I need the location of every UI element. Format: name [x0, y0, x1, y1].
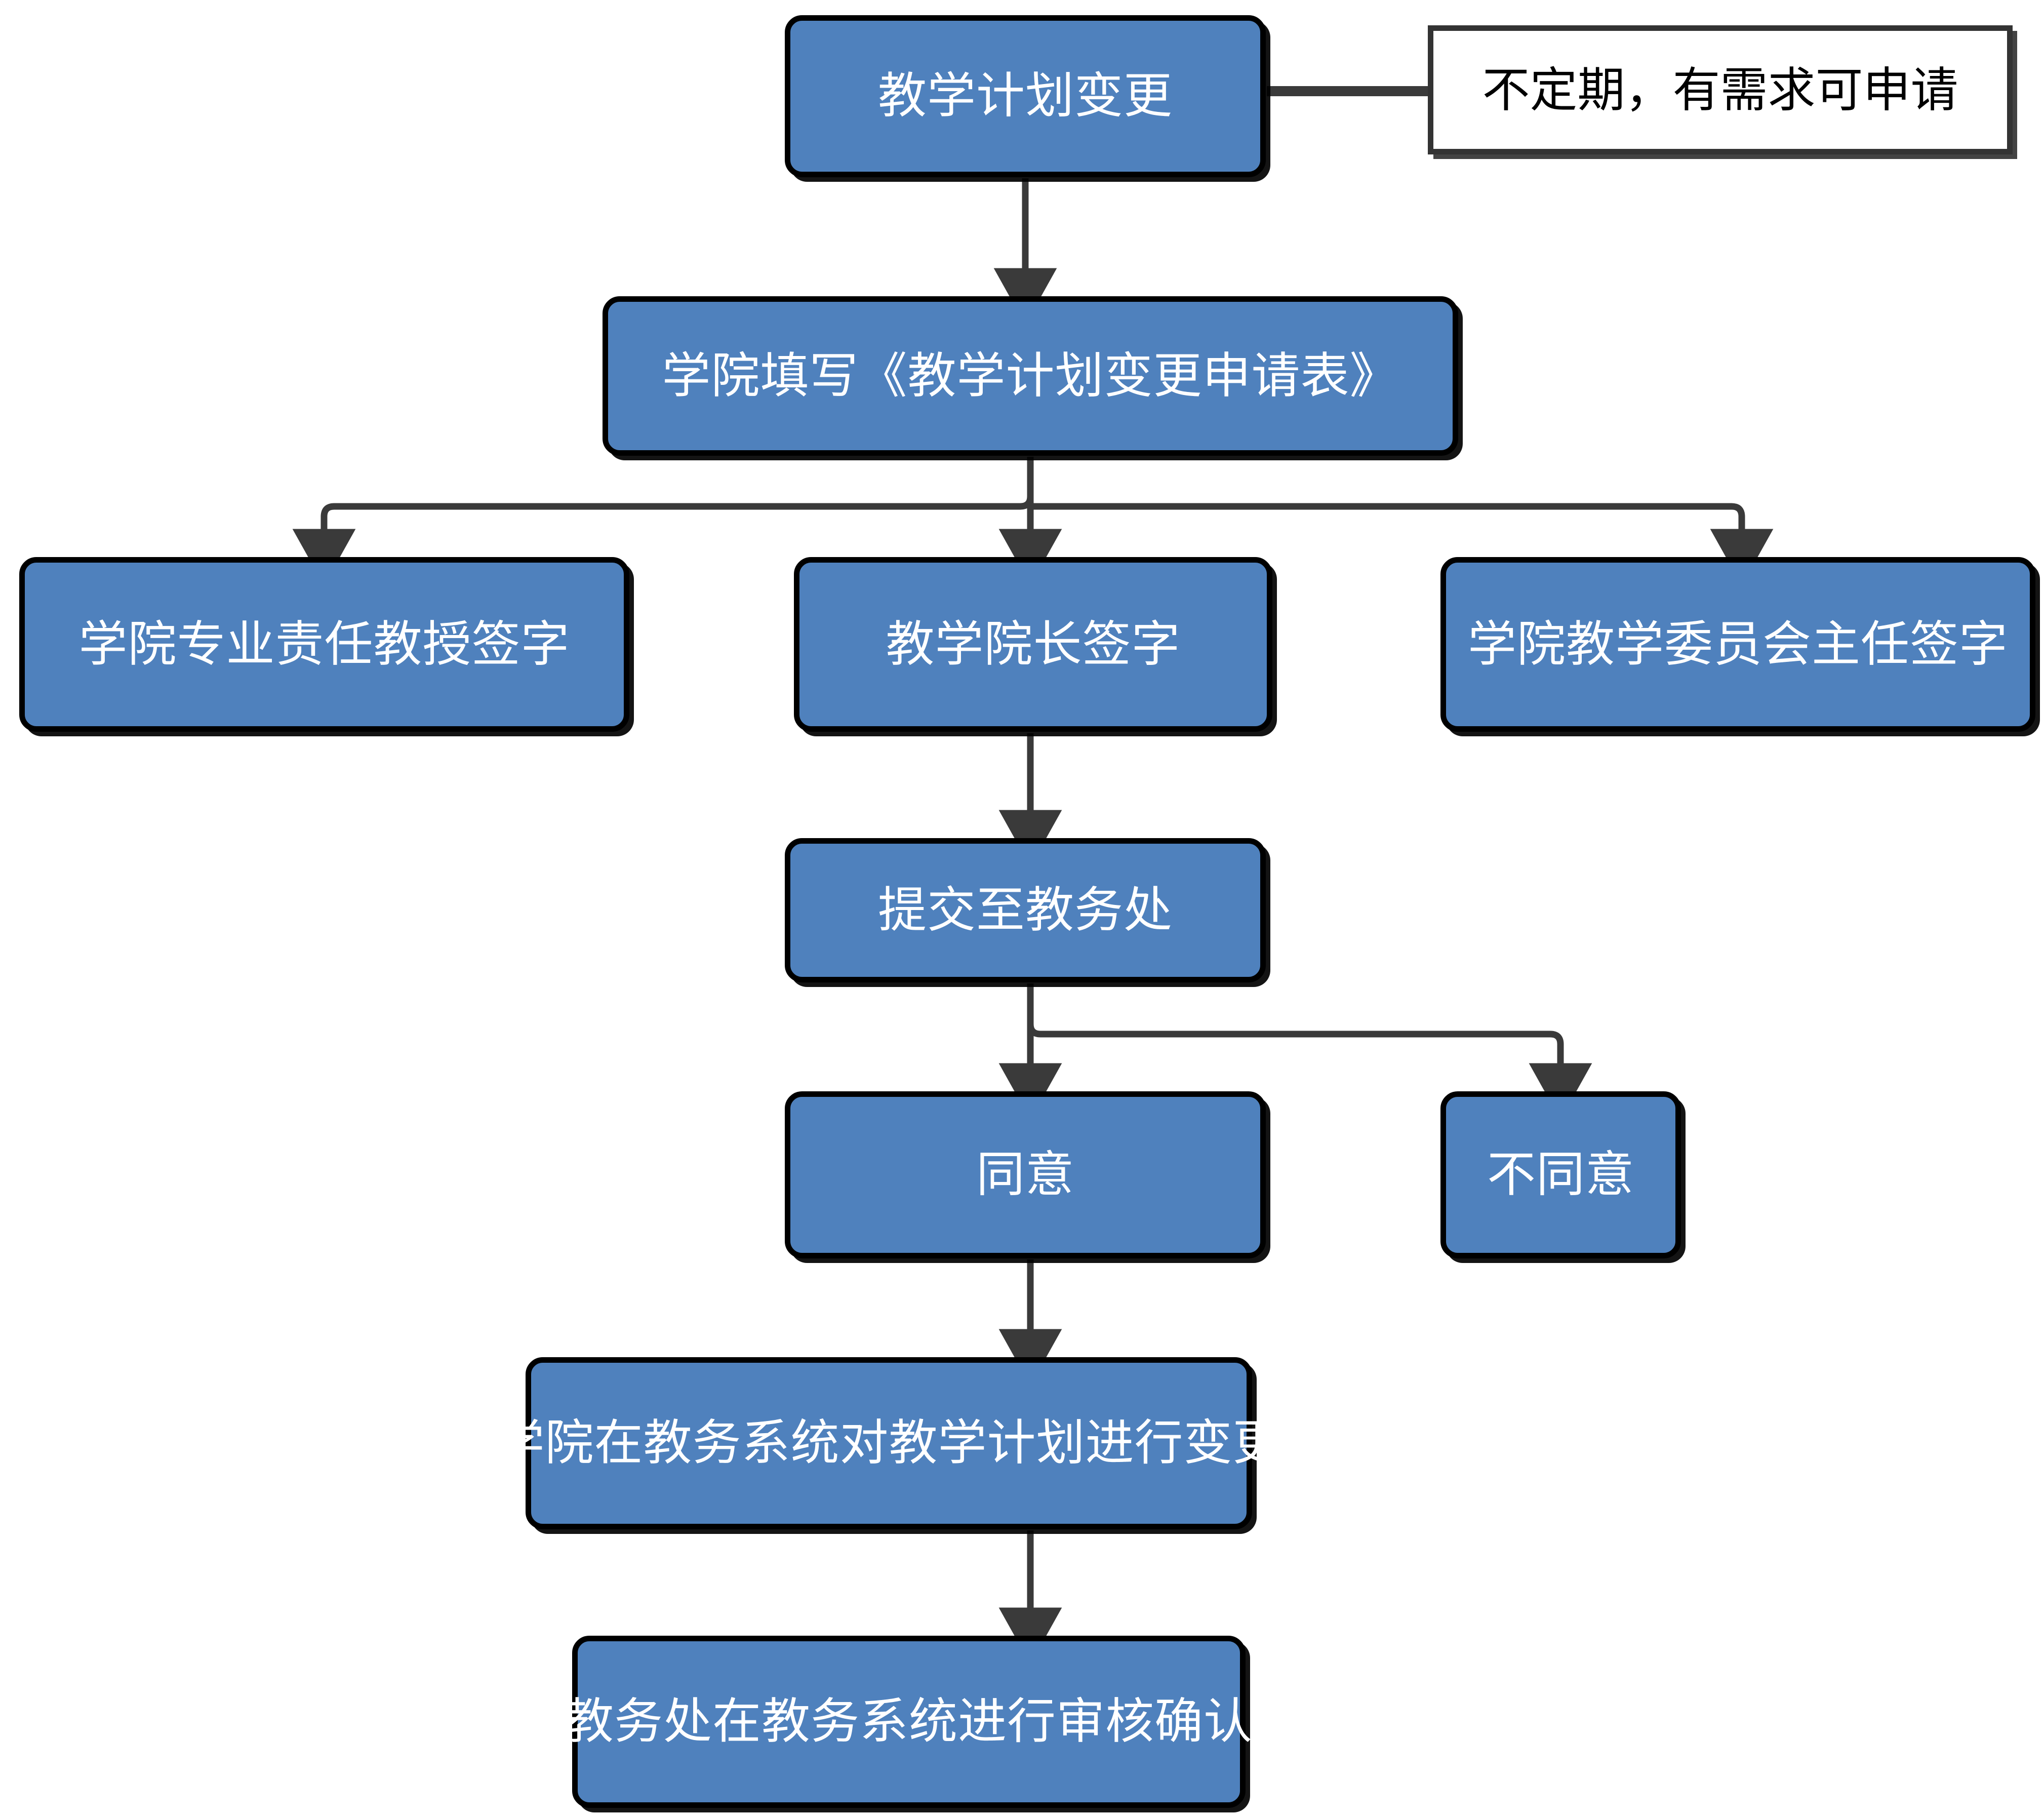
- node-rejected-label: 不同意: [1487, 1148, 1634, 1202]
- node-submit-to-academic-office-label: 提交至教务处: [878, 883, 1173, 937]
- node-dean-signature[interactable]: 教学院长签字: [794, 557, 1272, 732]
- node-approved-label: 同意: [976, 1148, 1074, 1202]
- node-college-updates-system-label: 学院在教务系统对教学计划进行变更: [496, 1416, 1282, 1471]
- node-plan-change[interactable]: 教学计划变更: [785, 15, 1266, 177]
- node-approved[interactable]: 同意: [785, 1091, 1266, 1258]
- node-committee-chair-signature[interactable]: 学院教学委员会主任签字: [1440, 557, 2035, 732]
- node-professor-signature-label: 学院专业责任教授签字: [78, 617, 570, 672]
- node-committee-chair-signature-label: 学院教学委员会主任签字: [1468, 617, 2008, 672]
- node-plan-change-label: 教学计划变更: [878, 69, 1173, 124]
- node-note-anytime-apply-label: 不定期，有需求可申请: [1482, 63, 1958, 116]
- node-college-updates-system[interactable]: 学院在教务系统对教学计划进行变更: [496, 1357, 1281, 1529]
- node-submit-to-academic-office[interactable]: 提交至教务处: [785, 838, 1266, 982]
- node-office-review-confirm-label: 教务处在教务系统进行审核确认: [565, 1694, 1253, 1749]
- edge-fill-form-to-committee-sign: [1030, 503, 1774, 586]
- edge-fill-form-to-professor-sign: [292, 457, 1034, 586]
- node-dean-signature-label: 教学院长签字: [886, 617, 1181, 672]
- node-college-fill-application-form-label: 学院填写《教学计划变更申请表》: [662, 348, 1399, 403]
- node-office-review-confirm[interactable]: 教务处在教务系统进行审核确认: [565, 1636, 1252, 1808]
- node-college-fill-application-form[interactable]: 学院填写《教学计划变更申请表》: [603, 296, 1458, 456]
- edge-submit-to-reject: [1027, 1023, 1592, 1120]
- node-professor-signature[interactable]: 学院专业责任教授签字: [19, 557, 629, 732]
- node-rejected[interactable]: 不同意: [1440, 1091, 1681, 1258]
- node-note-anytime-apply[interactable]: 不定期，有需求可申请: [1428, 25, 2013, 154]
